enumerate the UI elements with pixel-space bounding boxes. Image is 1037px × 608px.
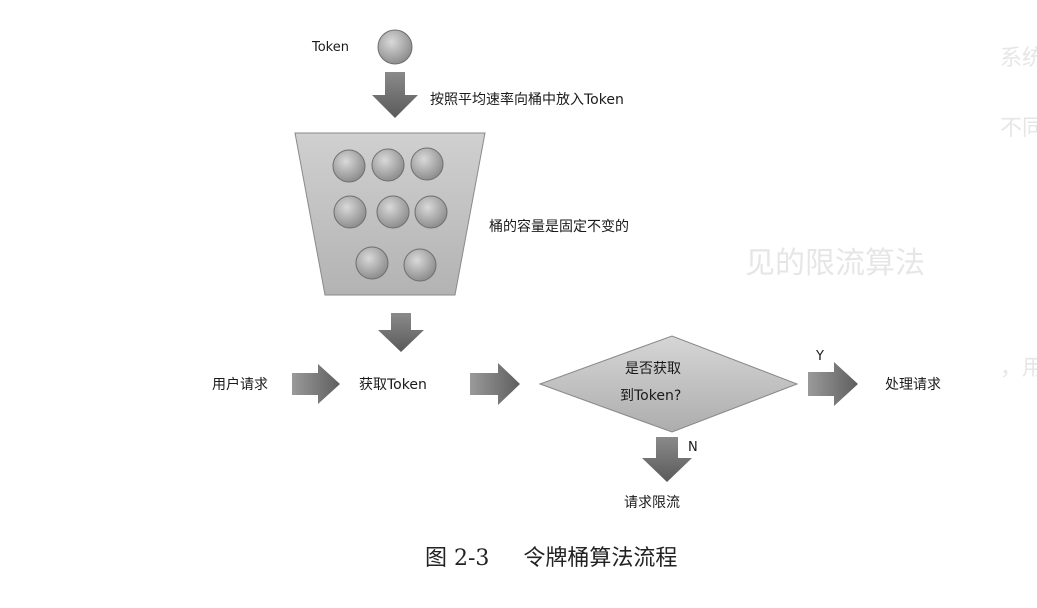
background-text-line-3: ，用户请求访问数据，服务器需要对请求进行处理并返回结果数据， xyxy=(1000,356,1037,381)
user-request-label: 用户请求 xyxy=(212,377,268,393)
bucket-token xyxy=(371,148,405,182)
arrow-get-token-to-decision xyxy=(470,363,520,405)
bucket-token xyxy=(414,195,448,229)
arrow-into-bucket xyxy=(372,72,418,118)
figure-title: 令牌桶算法流程 xyxy=(523,546,678,571)
drop-rate-label: 按照平均速率向桶中放入Token xyxy=(430,92,624,108)
decision-text-line-2: 到Token? xyxy=(620,388,682,404)
background-text-line-1: 系统工作中，对各种限流技术都有着按照与开放问题。 xyxy=(1000,46,1037,71)
bucket-capacity-label: 桶的容量是固定不变的 xyxy=(489,219,629,235)
bucket-tokens xyxy=(332,147,448,282)
no-branch-label: N xyxy=(688,440,698,455)
bucket-token xyxy=(410,147,444,181)
yes-branch-label: Y xyxy=(816,349,824,364)
bucket-token xyxy=(355,246,389,280)
decision-diamond xyxy=(538,335,799,433)
bucket-token xyxy=(333,195,367,229)
bucket-token xyxy=(376,195,410,229)
bucket-token xyxy=(332,149,366,183)
get-token-label: 获取Token xyxy=(359,377,427,393)
arrow-out-of-bucket xyxy=(378,313,424,352)
background-text-line-2: 不同场景下应用的不同技术与具体应用场景的实践。 xyxy=(1000,116,1037,141)
background-heading: 见的限流算法 xyxy=(745,246,925,281)
token-label: Token xyxy=(312,40,349,55)
bucket-token xyxy=(403,248,437,282)
decision-text-line-1: 是否获取 xyxy=(625,361,681,377)
arrow-yes-to-process xyxy=(808,362,858,406)
process-request-label: 处理请求 xyxy=(885,377,941,393)
figure-caption: 图 2-3 令牌桶算法流程 xyxy=(425,540,677,572)
figure-number: 图 2-3 xyxy=(425,546,490,571)
arrow-request-to-get-token xyxy=(292,364,340,404)
rate-limit-label: 请求限流 xyxy=(624,495,680,511)
token-ball xyxy=(377,29,413,65)
arrow-no-to-limit xyxy=(642,437,692,482)
